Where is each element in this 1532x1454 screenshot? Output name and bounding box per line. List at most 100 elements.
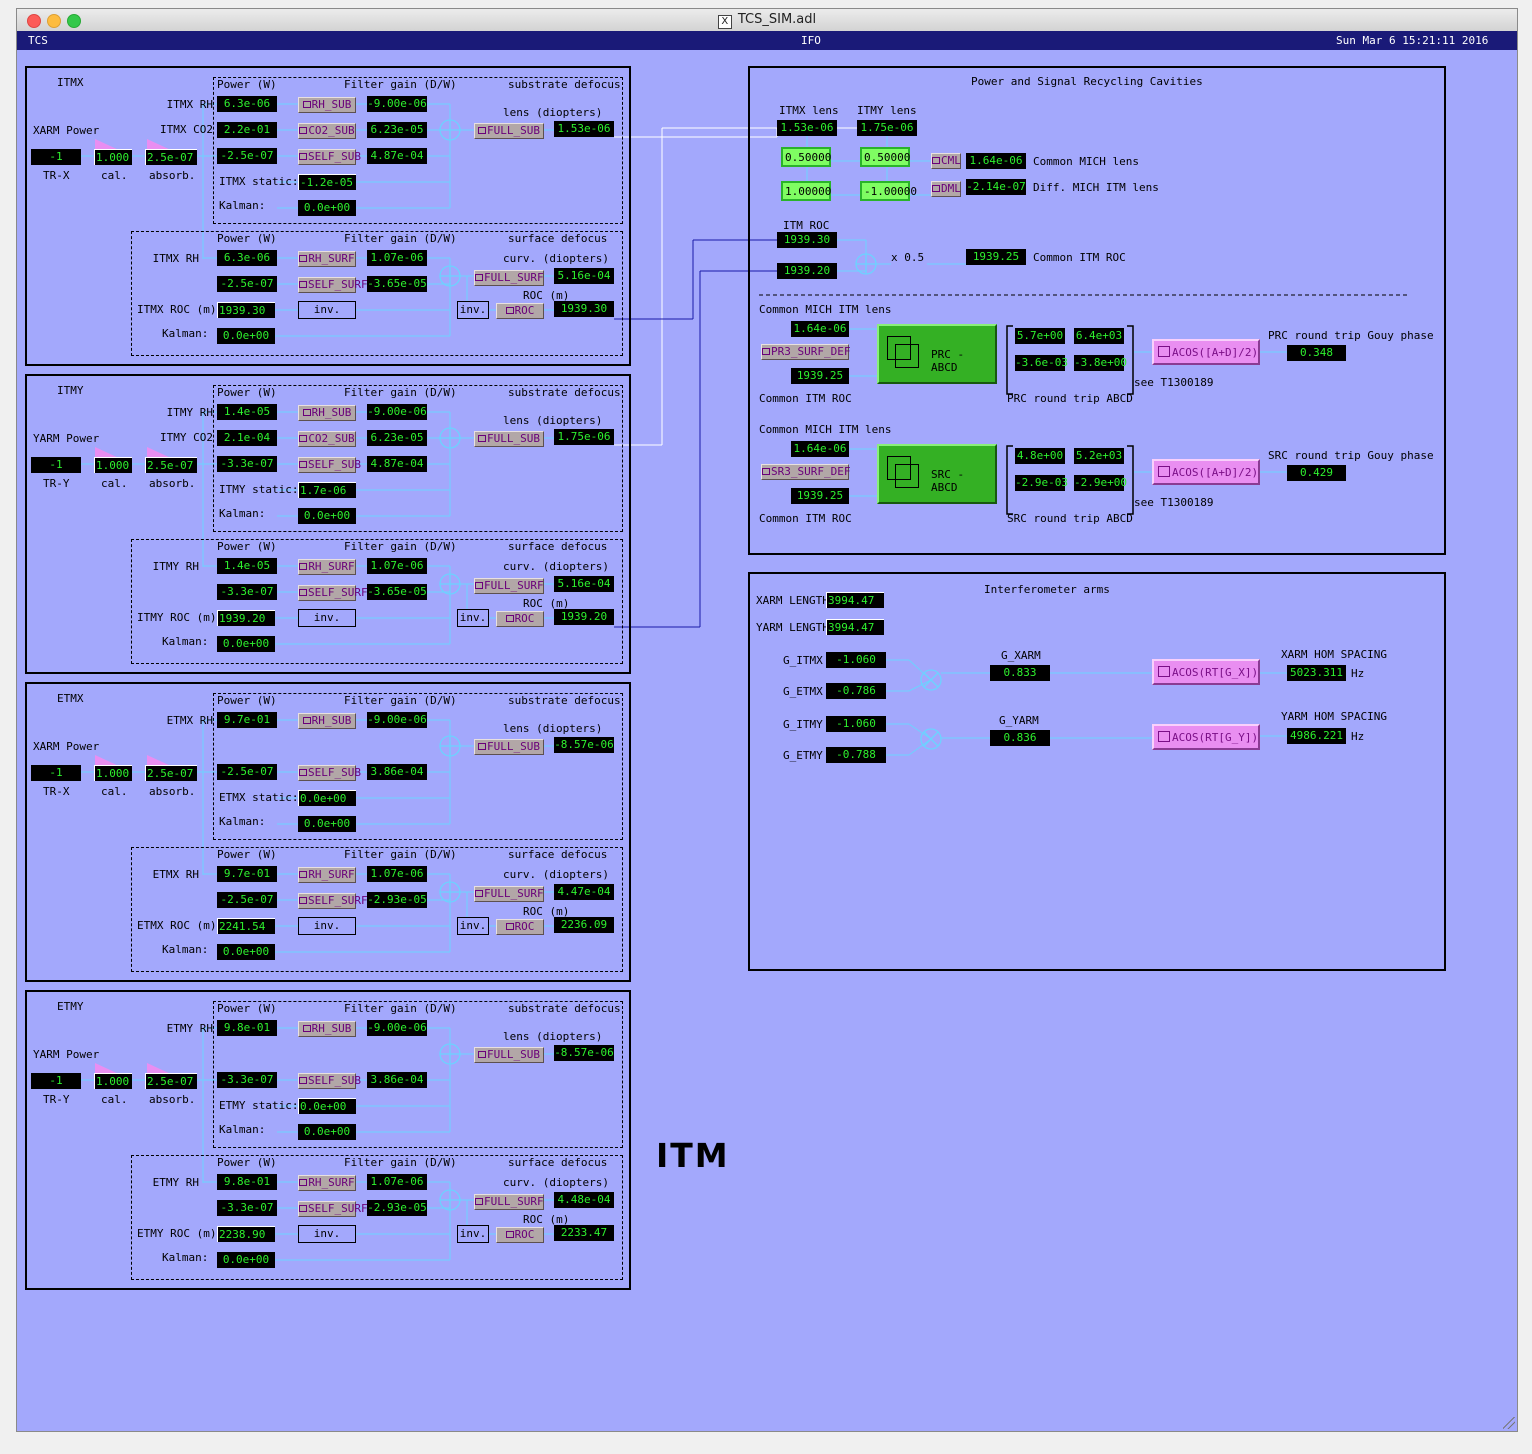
- acos-src-button[interactable]: ACOS([A+D]/2): [1152, 459, 1260, 485]
- pr3-surf-def-button[interactable]: PR3_SURF_DEF: [761, 344, 850, 360]
- etmx-static-input[interactable]: 0.0e+00: [298, 790, 356, 806]
- itmy-lens-value: 1.75e-06: [554, 429, 614, 445]
- etmy-inv-button[interactable]: inv.: [298, 1225, 356, 1243]
- prc-b-value: 6.4e+03: [1074, 328, 1124, 344]
- itmy-self-gain: 4.87e-04: [367, 456, 427, 472]
- etmx-lens-label: lens (diopters): [503, 722, 603, 735]
- gain-cml-itmy[interactable]: 0.50000: [860, 147, 910, 167]
- etmx-inv-button[interactable]: inv.: [298, 917, 356, 935]
- g-etmy-label: G_ETMY: [783, 749, 823, 762]
- null[interactable]: [25, 682, 631, 982]
- src-abcd-button[interactable]: SRC - ABCD: [877, 444, 997, 504]
- gain-dml-itmx[interactable]: 1.00000: [781, 181, 831, 201]
- itmx-full-sub-button[interactable]: FULL_SUB: [474, 123, 544, 139]
- etmy-roc-button[interactable]: ROC: [496, 1227, 544, 1243]
- acos-gy-button[interactable]: ACOS(RT[G_Y]): [1152, 724, 1260, 750]
- etmy-rh-surf-button[interactable]: RH_SURF: [298, 1175, 356, 1191]
- itmx-absorb-input[interactable]: 2.5e-07: [145, 149, 197, 165]
- yarm-length-input[interactable]: 3994.47: [826, 619, 884, 635]
- etmy-title: ETMY: [57, 1000, 84, 1013]
- minimize-window-icon[interactable]: [47, 14, 61, 28]
- etmx-self-sub-button[interactable]: SELF_SUB: [298, 765, 361, 781]
- itmy-self-sub-button[interactable]: SELF_SUB: [298, 457, 361, 473]
- src-gouy-label: SRC round trip Gouy phase: [1268, 449, 1434, 462]
- etmy-absorb-input[interactable]: 2.5e-07: [145, 1073, 197, 1089]
- resize-grip-icon[interactable]: [1503, 1417, 1515, 1429]
- itmx-inv-button[interactable]: inv.: [298, 301, 356, 319]
- itmx-static-input[interactable]: -1.2e-05: [298, 174, 356, 190]
- etmx-full-surf-button[interactable]: FULL_SURF: [474, 886, 544, 902]
- header-left: TCS: [28, 34, 48, 47]
- itmy-full-sub-button[interactable]: FULL_SUB: [474, 431, 544, 447]
- etmx-roc-input[interactable]: 2241.54: [217, 918, 275, 934]
- etmy-roc-input[interactable]: 2238.90: [217, 1226, 275, 1242]
- itmy-self-surf-button[interactable]: SELF_SURF: [298, 585, 368, 601]
- sr3-surf-def-button[interactable]: SR3_SURF_DEF: [761, 464, 850, 480]
- etmy-rh-power: 9.8e-01: [217, 1020, 277, 1036]
- itmy-roc-input[interactable]: 1939.20: [217, 610, 275, 626]
- window-icon: [505, 923, 514, 930]
- etmx-full-sub-button[interactable]: FULL_SUB: [474, 739, 544, 755]
- itmy-absorb-input[interactable]: 2.5e-07: [145, 457, 197, 473]
- etmy-tr-label: TR-Y: [43, 1093, 70, 1106]
- itmx-cal-input[interactable]: 1.000: [94, 149, 132, 165]
- gain-cml-itmx[interactable]: 0.50000: [781, 147, 831, 167]
- etmx-rh-surf-button[interactable]: RH_SURF: [298, 867, 356, 883]
- etmy-full-surf-button[interactable]: FULL_SURF: [474, 1194, 544, 1210]
- itmx-rh-surf-button[interactable]: RH_SURF: [298, 251, 356, 267]
- prc-c-value: -3.6e-03: [1015, 355, 1068, 371]
- itmy-self-power: -3.3e-07: [217, 456, 277, 472]
- null[interactable]: [25, 990, 631, 1290]
- prc-abcd-button[interactable]: PRC - ABCD: [877, 324, 997, 384]
- itmx-kalman-sub-label: Kalman:: [219, 199, 266, 212]
- itmx-roc-input[interactable]: 1939.30: [217, 302, 275, 318]
- itmx-arm-power-label: XARM Power: [33, 124, 100, 137]
- etmy-cal-input[interactable]: 1.000: [94, 1073, 132, 1089]
- etmx-roc-button[interactable]: ROC: [496, 919, 544, 935]
- cml-button[interactable]: CML: [931, 153, 961, 169]
- itmy-co2-sub-button[interactable]: CO2_SUB: [298, 431, 356, 447]
- etmy-static-input[interactable]: 0.0e+00: [298, 1098, 356, 1114]
- etmy-rh-sub-button[interactable]: RH_SUB: [298, 1021, 356, 1037]
- src-a-value: 4.8e+00: [1015, 448, 1065, 464]
- itmx-absorb-label: absorb.: [149, 169, 196, 182]
- null[interactable]: [25, 66, 631, 366]
- itmy-inv-out-button[interactable]: inv.: [457, 609, 489, 627]
- etmy-inv-out-button[interactable]: inv.: [457, 1225, 489, 1243]
- itmx-self-sub-button[interactable]: SELF_SUB: [298, 149, 361, 165]
- null[interactable]: [25, 374, 631, 674]
- itmx-rh-sub-button[interactable]: RH_SUB: [298, 97, 356, 113]
- itmy-surface-sum-icon: [439, 573, 461, 595]
- itmy-rh-sub-button[interactable]: RH_SUB: [298, 405, 356, 421]
- etmy-self-sub-button[interactable]: SELF_SUB: [298, 1073, 361, 1089]
- etmx-roc-out-value: 2236.09: [554, 917, 614, 933]
- itmx-self-surf-button[interactable]: SELF_SURF: [298, 277, 368, 293]
- prc-cml-value: 1.64e-06: [791, 321, 849, 337]
- dml-button[interactable]: DML: [931, 181, 961, 197]
- close-window-icon[interactable]: [27, 14, 41, 28]
- itmy-roc-button[interactable]: ROC: [496, 611, 544, 627]
- acos-gx-button[interactable]: ACOS(RT[G_X]): [1152, 659, 1260, 685]
- etmx-cal-input[interactable]: 1.000: [94, 765, 132, 781]
- etmx-absorb-input[interactable]: 2.5e-07: [145, 765, 197, 781]
- maximize-window-icon[interactable]: [67, 14, 81, 28]
- etmy-full-sub-button[interactable]: FULL_SUB: [474, 1047, 544, 1063]
- itmy-full-surf-button[interactable]: FULL_SURF: [474, 578, 544, 594]
- itmy-static-input[interactable]: 1.7e-06: [298, 482, 356, 498]
- itmx-roc-button[interactable]: ROC: [496, 303, 544, 319]
- itmx-co2-sub-button[interactable]: CO2_SUB: [298, 123, 356, 139]
- itmy-inv-button[interactable]: inv.: [298, 609, 356, 627]
- xarm-length-input[interactable]: 3994.47: [826, 592, 884, 608]
- itmy-kalman-surf-value: 0.0e+00: [217, 636, 275, 652]
- etmx-inv-out-button[interactable]: inv.: [457, 917, 489, 935]
- itmy-rh-surf-button[interactable]: RH_SURF: [298, 559, 356, 575]
- gain-dml-itmy[interactable]: -1.00000: [860, 181, 917, 201]
- etmx-self-surf-button[interactable]: SELF_SURF: [298, 893, 368, 909]
- acos-prc-button[interactable]: ACOS([A+D]/2): [1152, 339, 1260, 365]
- etmx-rh-sub-button[interactable]: RH_SUB: [298, 713, 356, 729]
- itmx-inv-out-button[interactable]: inv.: [457, 301, 489, 319]
- itmy-cal-input[interactable]: 1.000: [94, 457, 132, 473]
- etmy-self-surf-button[interactable]: SELF_SURF: [298, 1201, 368, 1217]
- itmy-static-label: ITMY static:: [219, 483, 299, 496]
- itmx-full-surf-button[interactable]: FULL_SURF: [474, 270, 544, 286]
